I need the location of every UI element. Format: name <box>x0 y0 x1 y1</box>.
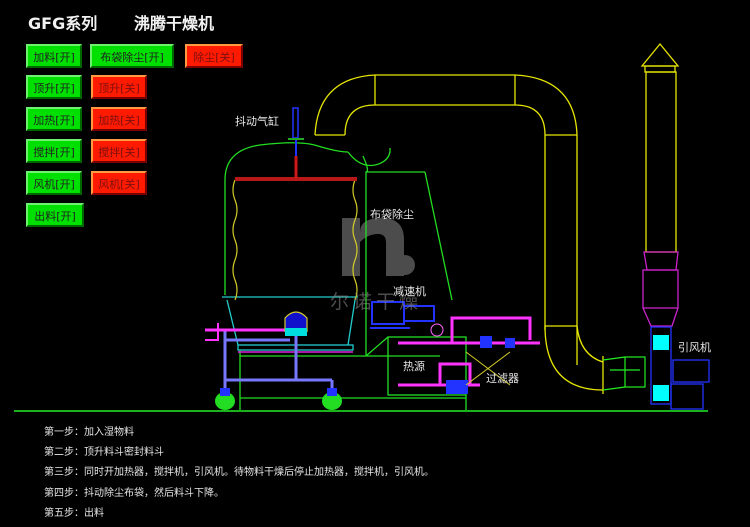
lift-on-button[interactable]: 顶升[开] <box>26 75 82 99</box>
valves <box>430 323 515 394</box>
wheels <box>215 388 342 410</box>
bag-dust-on-button[interactable]: 布袋除尘[开] <box>90 44 174 68</box>
exhaust-duct <box>314 74 604 394</box>
step-2: 第二步：顶升料斗密封料斗 <box>44 447 164 458</box>
watermark-text: 尔诺干燥 <box>330 291 423 313</box>
fan-off-button[interactable]: 风机[关] <box>91 171 147 195</box>
induced-fan-drawing <box>650 326 710 410</box>
stir-on-button[interactable]: 搅拌[开] <box>26 139 82 163</box>
lift-off-button[interactable]: 顶升[关] <box>91 75 147 99</box>
cart-frame <box>223 330 334 395</box>
fan-on-button[interactable]: 风机[开] <box>26 171 82 195</box>
label-heat-source: 热源 <box>403 360 425 373</box>
label-induced-fan: 引风机 <box>678 341 711 354</box>
machine-title: 沸腾干燥机 <box>134 14 215 33</box>
label-bag-filter: 布袋除尘 <box>370 208 414 221</box>
stir-off-button[interactable]: 搅拌[关] <box>91 139 147 163</box>
label-reducer: 减速机 <box>393 285 426 298</box>
heat-on-button[interactable]: 加热[开] <box>26 107 82 131</box>
label-shaking-cylinder: 抖动气缸 <box>235 115 279 128</box>
step-1: 第一步：加入湿物料 <box>44 427 134 438</box>
step-5: 第五步：出料 <box>44 508 104 519</box>
dust-off-button[interactable]: 除尘[关] <box>185 44 243 68</box>
heat-off-button[interactable]: 加热[关] <box>91 107 147 131</box>
filter-cross <box>465 351 511 386</box>
shaking-cylinder <box>288 107 304 178</box>
reducer-motor <box>370 301 435 329</box>
label-filter: 过滤器 <box>486 372 519 385</box>
dryer-body <box>224 142 467 410</box>
watermark-logo <box>342 218 415 276</box>
step-3: 第三步：同时开加热器，搅拌机，引风机。待物料干燥后停止加热器，搅拌机，引风机。 <box>44 467 434 478</box>
feed-on-button[interactable]: 加料[开] <box>26 44 82 68</box>
step-4: 第四步：抖动除尘布袋，然后料斗下降。 <box>44 488 224 499</box>
series-title: GFG系列 <box>28 14 98 33</box>
filter-bag <box>232 179 358 301</box>
stir-motor <box>284 311 308 336</box>
chimney <box>640 42 680 253</box>
discharge-on-button[interactable]: 出料[开] <box>26 203 84 227</box>
